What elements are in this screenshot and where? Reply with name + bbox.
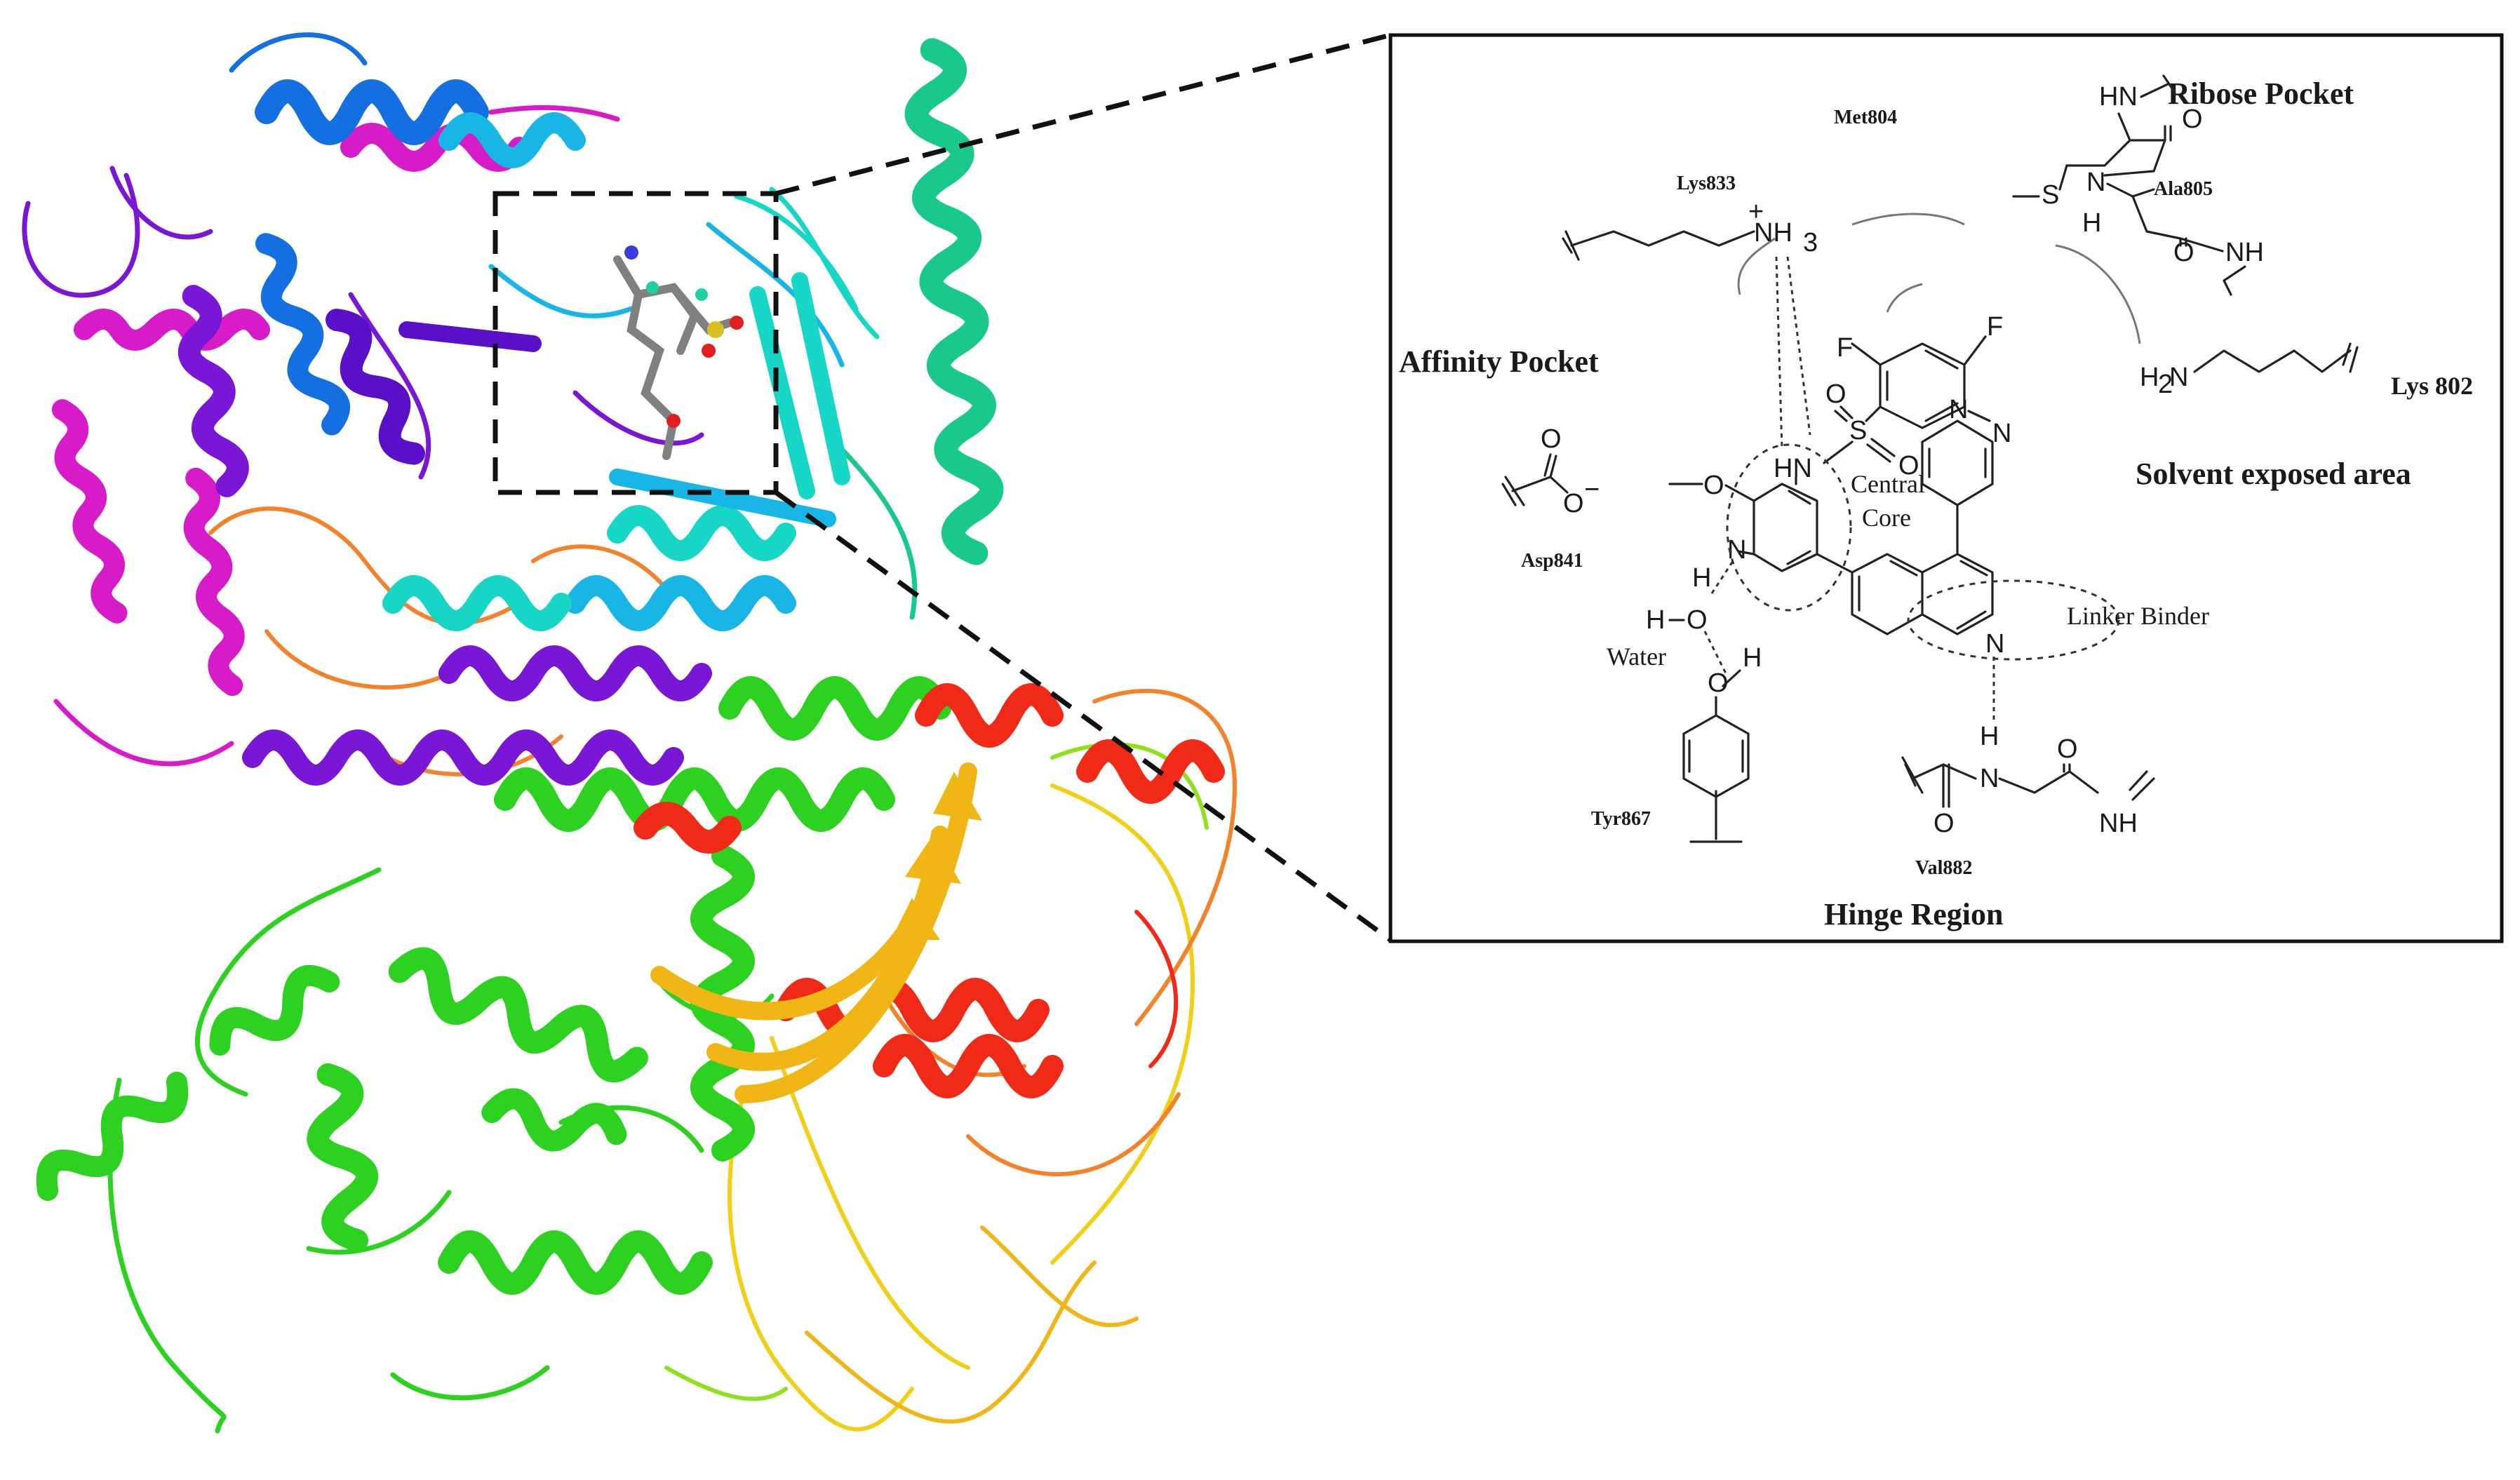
svg-text:N: N [2086, 168, 2105, 197]
coil-loops [22, 32, 1237, 1434]
central-core-label: Central [1851, 470, 1925, 498]
svg-text:HN: HN [2099, 82, 2138, 112]
svg-text:N: N [1985, 629, 2004, 659]
zoom-connector-lines [774, 32, 1393, 942]
svg-text:O: O [1541, 424, 1562, 454]
beta-strands [398, 272, 982, 1103]
binding-site-zoom-box [492, 191, 779, 495]
asp841-label: Asp841 [1521, 550, 1583, 572]
lys802-label: Lys 802 [2391, 372, 2473, 400]
ala805-label: Ala805 [2154, 178, 2213, 200]
val882-label: Val882 [1915, 857, 1972, 879]
water-label: Water [1607, 643, 1666, 671]
svg-text:H: H [1646, 605, 1665, 635]
lys802-structure: H 2 N [2140, 342, 2359, 399]
lys833-label: Lys833 [1677, 173, 1736, 194]
hydrogen-bonds [1703, 256, 1995, 721]
asp841-structure: O O − [1501, 424, 1600, 518]
svg-text:O: O [2182, 105, 2203, 134]
ligand-ball-and-stick [613, 245, 744, 460]
svg-text:F: F [1837, 333, 1853, 363]
svg-text:F: F [1987, 312, 2003, 342]
svg-text:N: N [1980, 764, 1999, 793]
svg-text:O: O [1703, 471, 1724, 500]
pocket-boundary-arcs [1737, 213, 2141, 344]
svg-text:H: H [2082, 208, 2101, 238]
svg-text:H: H [1980, 722, 1999, 751]
svg-text:NH: NH [2099, 809, 2138, 838]
svg-text:O: O [1825, 379, 1847, 409]
svg-text:H: H [1743, 643, 1762, 673]
lys833-structure: NH 3 + [1562, 197, 1818, 261]
affinity-pocket-label: Affinity Pocket [1399, 344, 1599, 379]
alpha-helices [36, 38, 1225, 1295]
svg-text:2: 2 [2158, 370, 2173, 399]
svg-text:N: N [1992, 419, 2011, 448]
protein-ribbon-structure [22, 32, 1237, 1434]
svg-text:S: S [1849, 416, 1867, 445]
svg-text:−: − [1584, 475, 1600, 504]
svg-text:+: + [1748, 197, 1764, 227]
met804-ala805-structure: HN O N H S O NH [2012, 74, 2264, 296]
svg-text:O: O [1898, 451, 1919, 480]
ligand-structure: F F S O O HN O N [1668, 312, 2120, 661]
svg-text:N: N [1949, 395, 1968, 424]
svg-text:O: O [1687, 605, 1708, 635]
svg-text:NH: NH [1754, 218, 1792, 248]
svg-text:H: H [1692, 563, 1711, 593]
svg-text:S: S [2042, 180, 2059, 210]
water-tyr867-structure: H H O H O [1646, 563, 1762, 843]
svg-text:3: 3 [1803, 228, 1818, 257]
svg-text:O: O [1933, 809, 1955, 838]
tyr867-label: Tyr867 [1591, 808, 1651, 830]
central-core-label-line2: Core [1862, 504, 1911, 532]
linker-binder-label: Linker Binder [2067, 602, 2209, 630]
svg-text:N: N [2169, 363, 2188, 392]
svg-text:NH: NH [2225, 238, 2264, 267]
svg-text:HN: HN [1774, 454, 1812, 483]
svg-text:H: H [2140, 363, 2159, 392]
ribose-pocket-label: Ribose Pocket [2168, 76, 2354, 111]
solvent-exposed-label: Solvent exposed area [2136, 457, 2411, 491]
svg-text:O: O [2057, 734, 2078, 764]
val882-structure: H N O NH O [1901, 722, 2155, 838]
inset-frame [1388, 33, 2504, 943]
hinge-region-label: Hinge Region [1824, 897, 2003, 931]
met804-label: Met804 [1834, 107, 1897, 128]
svg-text:O: O [1563, 489, 1584, 518]
interaction-diagram-inset: Ribose Pocket Affinity Pocket Solvent ex… [1388, 33, 2504, 943]
